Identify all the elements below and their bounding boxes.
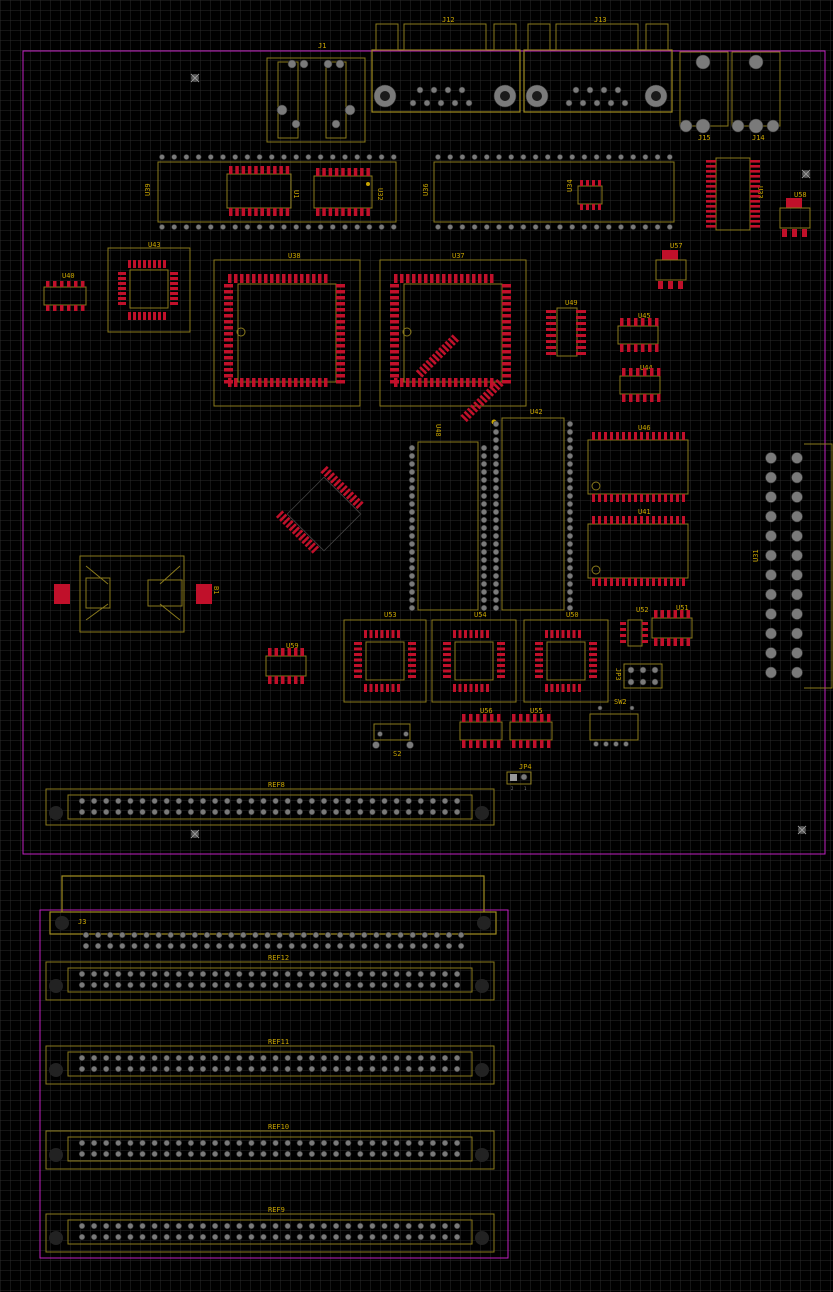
component-jp3[interactable]: JP3	[614, 663, 663, 689]
ref-j3: J3	[78, 918, 86, 926]
ref-u31: U31	[752, 549, 760, 562]
ref-sw2: SW2	[614, 698, 627, 706]
ref-u55: U55	[530, 707, 543, 715]
component-u51[interactable]: U51	[651, 604, 693, 639]
component-u34[interactable]: U34	[566, 179, 603, 205]
connector-ref12[interactable]: REF12	[45, 954, 495, 1001]
ref-u53: U53	[384, 611, 397, 619]
component-u56[interactable]: U56	[459, 707, 503, 741]
component-sw2[interactable]: SW2	[589, 698, 639, 747]
jp4-pin-1-label: 1	[524, 786, 527, 791]
ref-ref9: REF9	[268, 1206, 285, 1214]
component-u55[interactable]: U55	[509, 707, 553, 741]
ref-u48: U48	[434, 424, 442, 437]
component-u59[interactable]: U59	[265, 642, 307, 677]
ref-u1: U1	[292, 190, 300, 198]
component-b1[interactable]	[273, 334, 504, 565]
component-s2[interactable]: S2	[372, 723, 414, 758]
mounting-hole	[801, 169, 811, 179]
ref-ref12: REF12	[268, 954, 289, 962]
component-battery-holder[interactable]: B1	[54, 555, 220, 633]
component-u58[interactable]: U58	[779, 191, 811, 237]
ref-u39: U39	[144, 183, 152, 196]
ref-u32: U32	[376, 188, 384, 201]
component-u49[interactable]: U49	[556, 299, 578, 357]
generated-pads	[46, 154, 803, 748]
connector-j1[interactable]: J1	[266, 42, 366, 143]
mounting-hole	[190, 73, 200, 83]
mounting-hole	[190, 829, 200, 839]
ref-j14: J14	[752, 134, 765, 142]
component-u36[interactable]: U36	[422, 161, 675, 223]
ref-u41: U41	[638, 508, 651, 516]
connector-j3[interactable]: J3	[49, 875, 497, 950]
component-u41[interactable]: U41	[587, 508, 689, 579]
ref-b1: B1	[212, 586, 220, 594]
connector-j15[interactable]: J15	[679, 51, 729, 142]
ref-ref8: REF8	[268, 781, 285, 789]
ref-j12: J12	[442, 16, 455, 24]
component-u46[interactable]: U46	[587, 424, 689, 495]
ref-u58: U58	[794, 191, 807, 199]
ref-ref11: REF11	[268, 1038, 289, 1046]
connector-ref9[interactable]: REF9	[45, 1206, 495, 1253]
ref-ref10: REF10	[268, 1123, 289, 1131]
connector-j14[interactable]: J14	[731, 51, 781, 142]
ref-u54: U54	[474, 611, 487, 619]
connector-ref10[interactable]: REF10	[45, 1123, 495, 1170]
component-u52[interactable]: U52	[627, 606, 649, 647]
ref-u57: U57	[670, 242, 683, 250]
ref-u52: U52	[636, 606, 649, 614]
component-u40[interactable]: U40	[43, 272, 87, 306]
connector-ref8[interactable]: REF8	[45, 781, 495, 826]
ref-u36: U36	[422, 183, 430, 196]
ref-s2: S2	[393, 750, 401, 758]
component-u48[interactable]: U48	[417, 424, 479, 611]
component-u53[interactable]: U53	[343, 611, 427, 703]
component-u43[interactable]: U43	[107, 241, 191, 333]
main-board-outline	[22, 50, 826, 855]
mounting-hole	[797, 825, 807, 835]
ref-u34: U34	[566, 179, 574, 192]
ref-u51: U51	[676, 604, 689, 612]
component-u50[interactable]: U50	[523, 611, 609, 703]
ref-u45: U45	[638, 312, 651, 320]
ref-jp3: JP3	[614, 668, 622, 681]
component-u54[interactable]: U54	[431, 611, 517, 703]
component-u1[interactable]: U1	[226, 173, 300, 209]
ref-u56: U56	[480, 707, 493, 715]
connector-j13[interactable]: J13	[523, 16, 673, 113]
connector-ref11[interactable]: REF11	[45, 1038, 495, 1085]
ref-u59: U59	[286, 642, 299, 650]
component-u57[interactable]: U57	[655, 242, 687, 289]
component-u39[interactable]: U39	[144, 161, 397, 223]
ref-u42: U42	[530, 408, 543, 416]
ref-u50: U50	[566, 611, 579, 619]
ref-j15: J15	[698, 134, 711, 142]
jp4-pin-2-label: 2	[511, 786, 514, 791]
ref-j1: J1	[318, 42, 326, 50]
ref-jp4: JP4	[519, 763, 532, 771]
ref-u37: U37	[452, 252, 465, 260]
connector-j12[interactable]: J12	[371, 16, 521, 113]
ref-u43: U43	[148, 241, 161, 249]
ref-u46: U46	[638, 424, 651, 432]
ref-u49: U49	[565, 299, 578, 307]
ref-u40: U40	[62, 272, 75, 280]
ref-j13: J13	[594, 16, 607, 24]
expansion-board-outline	[39, 909, 509, 1259]
component-u31[interactable]: U31	[752, 443, 833, 689]
ref-u38: U38	[288, 252, 301, 260]
component-u45[interactable]: U45	[617, 312, 659, 345]
component-jp4[interactable]: JP4 2 1	[506, 763, 532, 791]
